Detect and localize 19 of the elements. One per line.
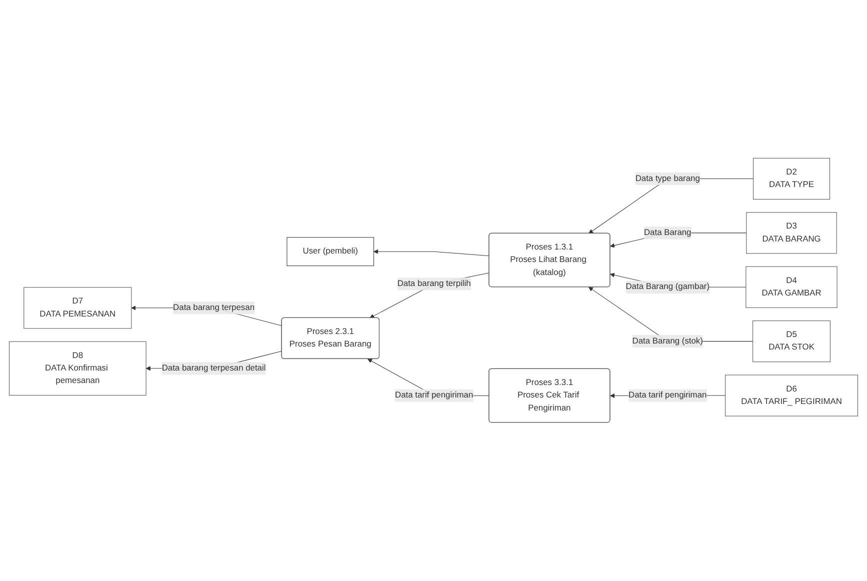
node-box: D8 DATA Konfirmasi pemesanan: [8, 342, 146, 396]
node-box: D7 DATA PEMESANAN: [24, 287, 132, 329]
node-box: User (pembeli): [286, 237, 374, 266]
arrow: [374, 250, 490, 256]
edge-label: Data Barang (gambar): [626, 282, 710, 292]
edge-label: Data barang terpilih: [397, 279, 471, 288]
edge-label: Data Barang: [644, 228, 692, 238]
arrow: [370, 272, 490, 318]
node-box: D6 DATA TARIF_ PEGIRIMAN: [725, 374, 858, 417]
node-box: D4 DATA GAMBAR: [746, 266, 838, 308]
edge-label: Data barang terpesan: [173, 303, 255, 312]
edge-label: Data Barang (stok): [632, 336, 703, 346]
node-box: D5 DATA STOK: [752, 320, 830, 362]
node-box: D2 DATA TYPE: [753, 158, 830, 200]
edge-label: Data type barang: [635, 174, 700, 184]
edge-label: Data barang terpesan detail: [162, 364, 266, 373]
node-box: D3 DATA BARANG: [746, 212, 837, 254]
edge-label: Data tarif pengiriman: [628, 391, 707, 400]
edge-label: Data tarif pengiriman: [395, 391, 474, 400]
